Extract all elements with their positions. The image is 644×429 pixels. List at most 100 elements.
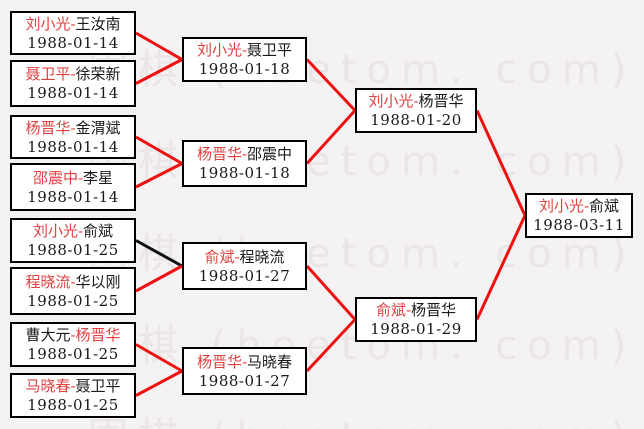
connector-r2m3-sf2 bbox=[305, 264, 357, 321]
player1-name: 马晓春 bbox=[25, 377, 71, 395]
match-players: 曹大元-杨晋华 bbox=[25, 325, 120, 345]
players-separator: - bbox=[413, 92, 419, 110]
match-players: 俞斌-程晓流 bbox=[204, 247, 284, 267]
match-date: 1988-01-14 bbox=[27, 84, 119, 102]
match-date: 1988-01-18 bbox=[198, 60, 291, 78]
player1-name: 俞斌 bbox=[204, 247, 235, 266]
players-separator: - bbox=[241, 145, 248, 163]
match-box-r2m3: 俞斌-程晓流 1988-01-27 bbox=[182, 242, 307, 290]
match-box-r2m2: 杨晋华-邵震中 1988-01-18 bbox=[182, 140, 307, 187]
players-separator: - bbox=[70, 326, 76, 344]
player2-name: 马晓春 bbox=[247, 352, 293, 371]
match-date: 1988-01-14 bbox=[27, 137, 119, 156]
match-players: 聂卫平-徐荣新 bbox=[25, 64, 120, 84]
connector-r1m6-r2m3 bbox=[135, 264, 183, 293]
player1-name: 邵震中 bbox=[32, 168, 78, 187]
players-separator: - bbox=[70, 272, 76, 291]
match-box-r2m4: 杨晋华-马晓春 1988-01-27 bbox=[182, 347, 307, 395]
player1-name: 杨晋华 bbox=[25, 118, 71, 137]
player2-name: 李星 bbox=[83, 168, 114, 187]
match-box-sf1: 刘小光-杨晋华 1988-01-20 bbox=[355, 88, 477, 133]
player2-name: 徐荣新 bbox=[75, 65, 121, 83]
player1-name: 刘小光 bbox=[196, 41, 242, 59]
match-date: 1988-03-11 bbox=[533, 216, 625, 234]
player2-name: 程晓流 bbox=[239, 247, 285, 266]
match-box-r1m3: 杨晋华-金渭斌 1988-01-14 bbox=[10, 115, 136, 159]
match-date: 1988-01-25 bbox=[27, 291, 119, 310]
player1-name: 杨晋华 bbox=[196, 145, 242, 163]
player2-name: 俞斌 bbox=[83, 222, 114, 240]
match-players: 杨晋华-金渭斌 bbox=[25, 118, 120, 138]
match-players: 杨晋华-邵震中 bbox=[197, 144, 292, 164]
player2-name: 金渭斌 bbox=[75, 118, 121, 137]
match-box-final: 刘小光-俞斌 1988-03-11 bbox=[525, 193, 633, 238]
player1-name: 俞斌 bbox=[375, 301, 406, 319]
match-box-r1m7: 曹大元-杨晋华 1988-01-25 bbox=[10, 322, 136, 367]
player1-name: 刘小光 bbox=[368, 92, 414, 110]
match-box-r1m2: 聂卫平-徐荣新 1988-01-14 bbox=[10, 60, 136, 107]
player1-name: 刘小光 bbox=[25, 14, 71, 33]
watermark-text: 围棋 (hoetom. com) bbox=[88, 418, 636, 429]
match-box-r1m4: 邵震中-李星 1988-01-14 bbox=[10, 163, 136, 211]
connector-r1m1-r2m1 bbox=[135, 31, 183, 61]
connector-r1m2-r2m1 bbox=[135, 58, 183, 85]
player1-name: 刘小光 bbox=[538, 197, 584, 215]
players-separator: - bbox=[70, 118, 76, 137]
match-players: 邵震中-李星 bbox=[33, 168, 113, 188]
player1-name: 刘小光 bbox=[32, 222, 78, 240]
connector-r1m7-r2m4 bbox=[135, 343, 183, 373]
match-box-sf2: 俞斌-杨晋华 1988-01-29 bbox=[355, 297, 477, 342]
player2-name: 华以刚 bbox=[75, 272, 121, 291]
connector-sf2-final bbox=[475, 214, 527, 321]
connector-r1m5-r2m3 bbox=[135, 239, 183, 268]
match-date: 1988-01-25 bbox=[27, 345, 119, 363]
players-separator: - bbox=[405, 301, 412, 319]
match-date: 1988-01-14 bbox=[27, 33, 119, 52]
match-box-r1m1: 刘小光-王汝南 1988-01-14 bbox=[10, 11, 136, 55]
match-players: 程晓流-华以刚 bbox=[25, 272, 120, 292]
match-players: 俞斌-杨晋华 bbox=[376, 300, 456, 320]
players-separator: - bbox=[77, 168, 84, 187]
player1-name: 曹大元 bbox=[25, 326, 71, 344]
connector-r1m8-r2m4 bbox=[135, 369, 183, 397]
match-date: 1988-01-14 bbox=[27, 187, 119, 206]
connector-r1m4-r2m2 bbox=[135, 162, 183, 189]
connector-r2m1-sf1 bbox=[305, 58, 357, 112]
match-players: 刘小光-俞斌 bbox=[539, 196, 619, 216]
match-date: 1988-01-29 bbox=[370, 320, 462, 338]
players-separator: - bbox=[241, 41, 248, 59]
connector-r2m4-sf2 bbox=[305, 318, 357, 373]
players-separator: - bbox=[241, 352, 248, 371]
player1-name: 程晓流 bbox=[25, 272, 71, 291]
match-date: 1988-01-27 bbox=[198, 266, 291, 285]
match-players: 马晓春-聂卫平 bbox=[25, 376, 120, 396]
match-date: 1988-01-27 bbox=[198, 371, 291, 390]
player1-name: 聂卫平 bbox=[25, 65, 71, 83]
player2-name: 聂卫平 bbox=[247, 41, 293, 59]
connector-r1m3-r2m2 bbox=[135, 135, 183, 165]
match-box-r1m6: 程晓流-华以刚 1988-01-25 bbox=[10, 267, 136, 315]
match-players: 刘小光-俞斌 bbox=[33, 221, 113, 241]
player2-name: 杨晋华 bbox=[411, 301, 457, 319]
match-date: 1988-01-25 bbox=[27, 241, 119, 259]
match-date: 1988-01-25 bbox=[27, 396, 119, 414]
players-separator: - bbox=[77, 222, 84, 240]
players-separator: - bbox=[70, 14, 76, 33]
match-players: 刘小光-王汝南 bbox=[25, 14, 120, 34]
connector-sf1-final bbox=[475, 109, 527, 217]
match-box-r2m1: 刘小光-聂卫平 1988-01-18 bbox=[182, 37, 307, 82]
players-separator: - bbox=[70, 65, 76, 83]
players-separator: - bbox=[70, 377, 76, 395]
player2-name: 邵震中 bbox=[247, 145, 293, 163]
match-box-r1m8: 马晓春-聂卫平 1988-01-25 bbox=[10, 373, 136, 418]
match-date: 1988-01-18 bbox=[198, 164, 291, 182]
player1-name: 杨晋华 bbox=[196, 352, 242, 371]
match-date: 1988-01-20 bbox=[370, 111, 462, 129]
match-box-r1m5: 刘小光-俞斌 1988-01-25 bbox=[10, 218, 136, 263]
players-separator: - bbox=[583, 197, 590, 215]
match-players: 刘小光-杨晋华 bbox=[368, 91, 463, 111]
player2-name: 杨晋华 bbox=[75, 326, 121, 344]
match-players: 杨晋华-马晓春 bbox=[197, 352, 292, 372]
